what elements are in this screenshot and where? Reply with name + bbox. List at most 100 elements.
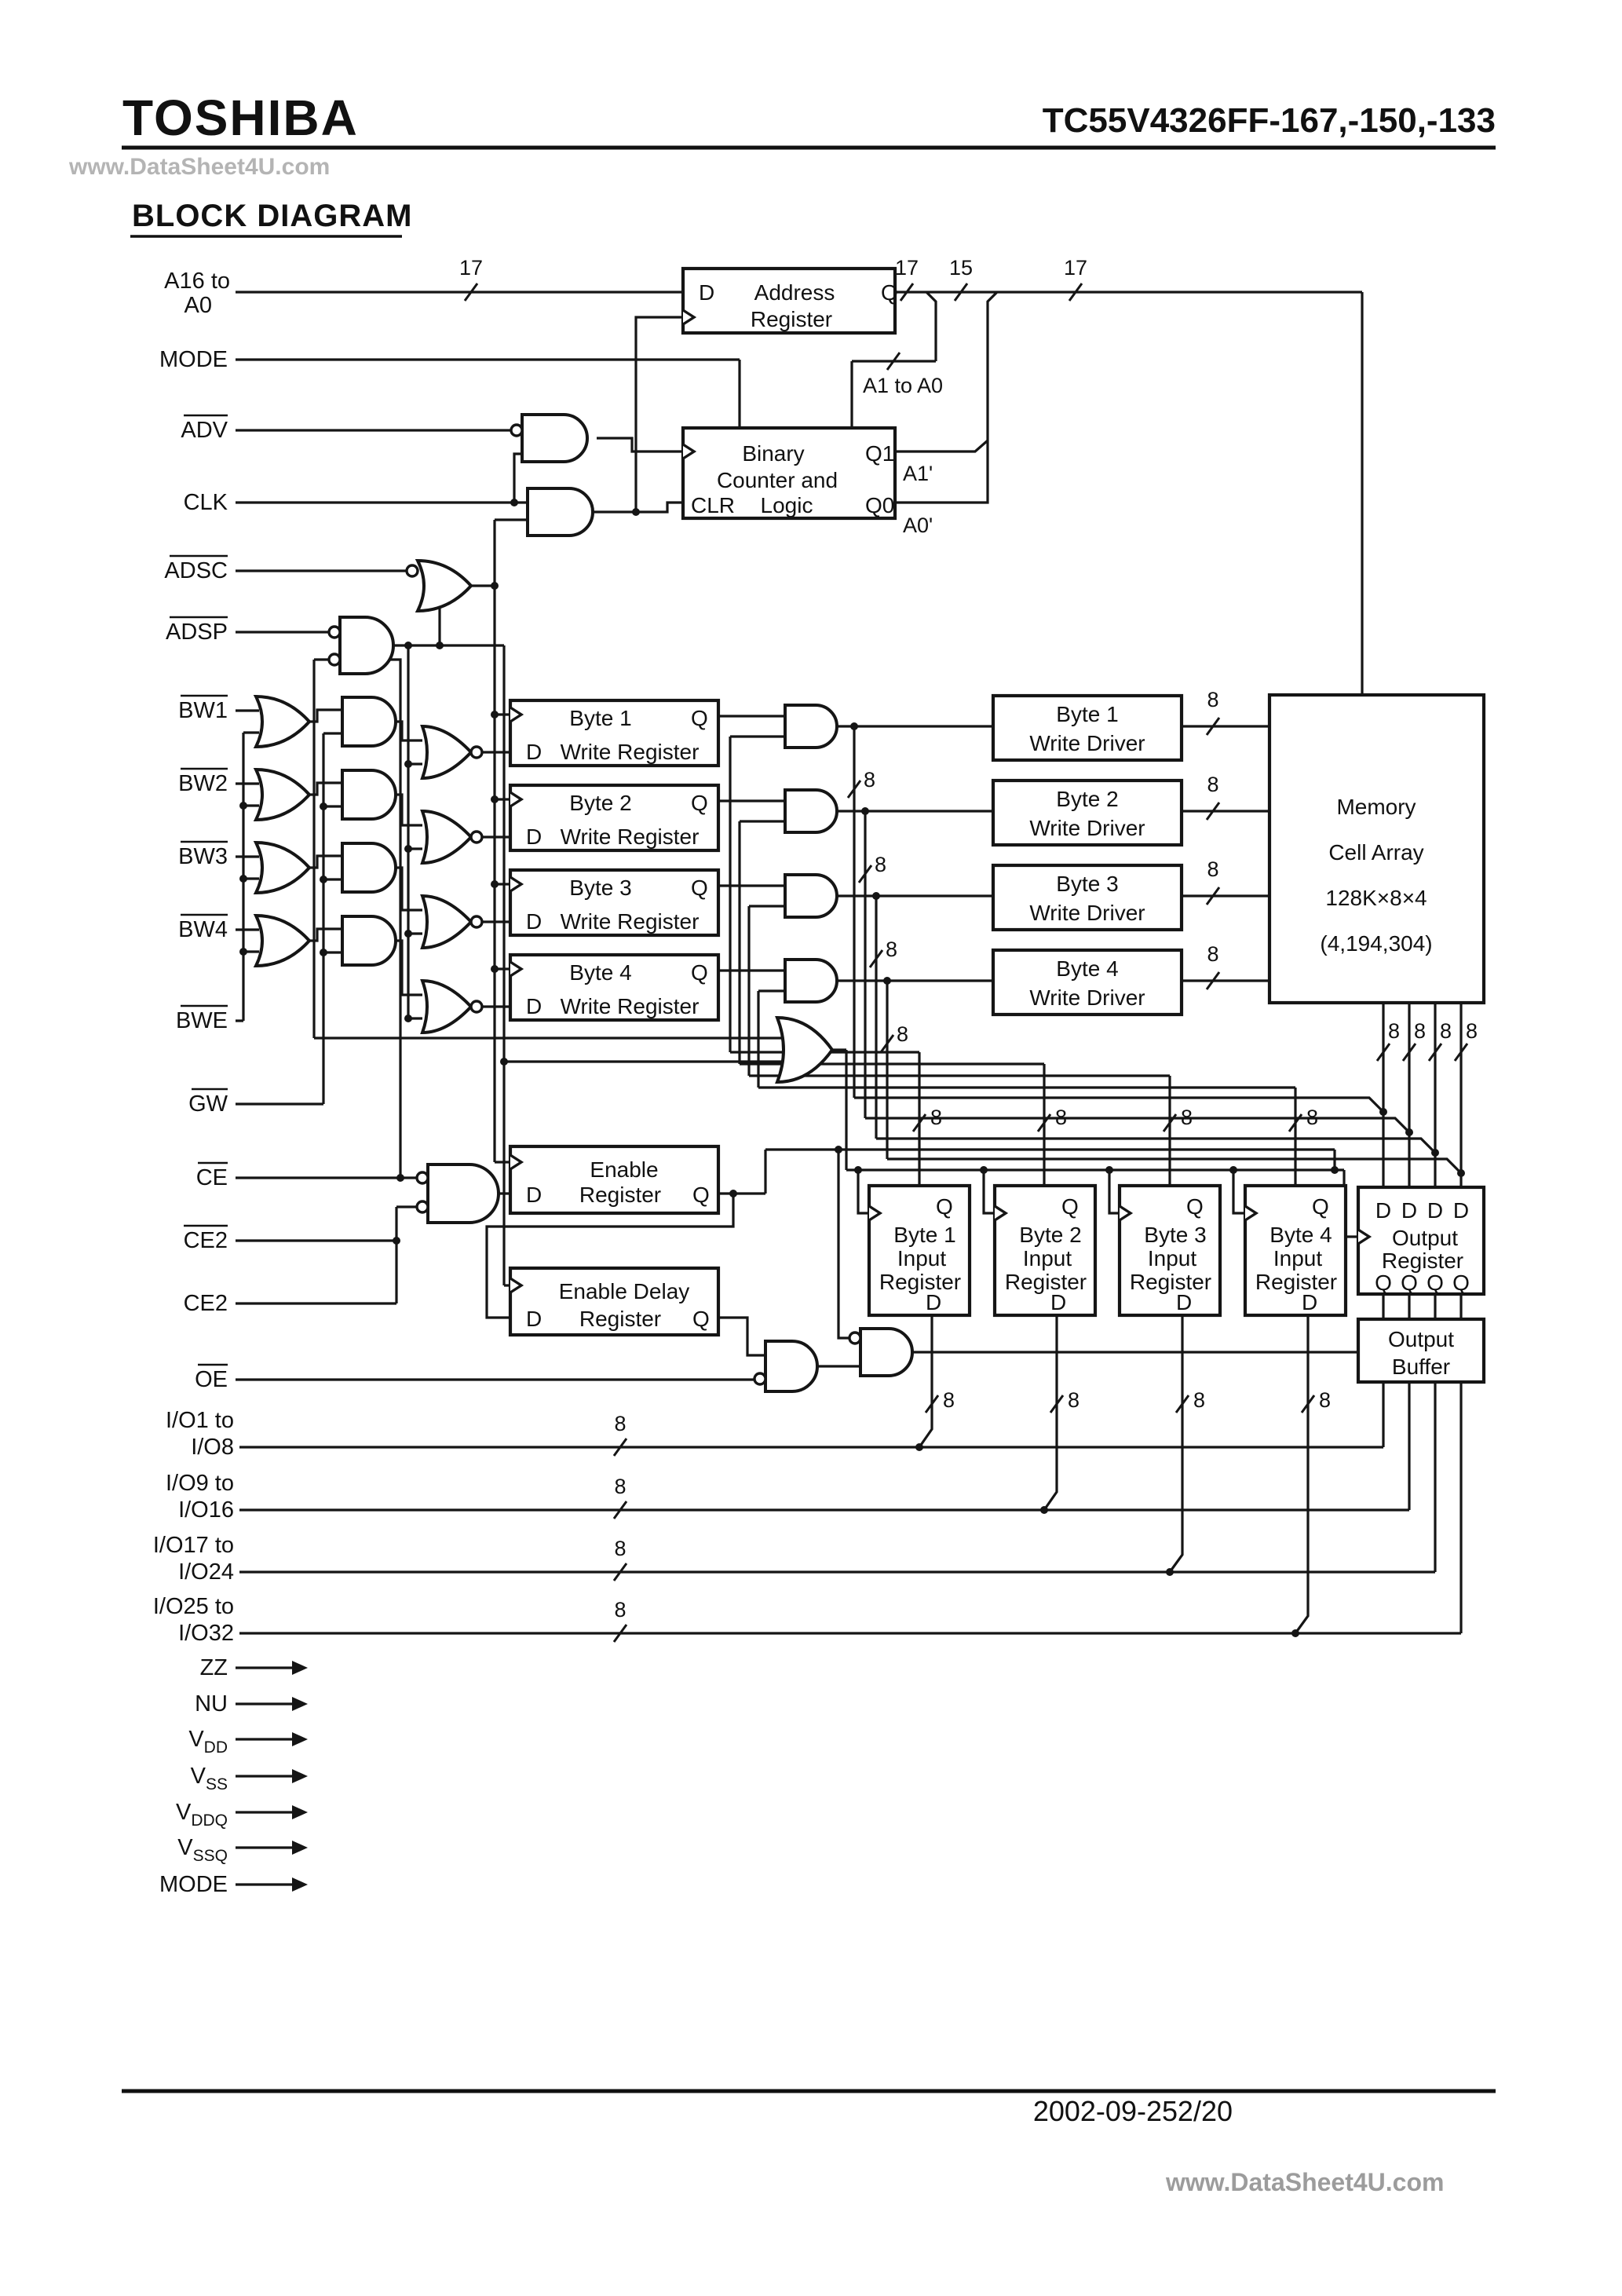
oreg-q1: Q xyxy=(1375,1270,1392,1295)
wreg1-q: Q xyxy=(691,706,708,730)
addr-d: D xyxy=(699,280,714,305)
wdrv4-l2: Write Driver xyxy=(1029,985,1145,1010)
input-register-box-2 xyxy=(992,1183,1098,1318)
ireg4-l3: Register xyxy=(1255,1270,1337,1294)
pin-io8-label: I/O8 xyxy=(191,1435,234,1460)
output-register-box xyxy=(1356,1185,1486,1296)
ireg3-q: Q xyxy=(1186,1194,1204,1219)
mem-l3: 128K×8×4 xyxy=(1325,886,1427,910)
wreg2-d: D xyxy=(526,824,542,849)
bus8-q4: 8 xyxy=(1306,1106,1318,1129)
pin-bwe-label: BWE xyxy=(176,1008,228,1033)
bus8-mem1: 8 xyxy=(1388,1019,1400,1043)
write-driver-box-2 xyxy=(991,778,1184,847)
bus8-byp4: 8 xyxy=(897,1022,908,1046)
gate-adsp-nand xyxy=(327,616,395,675)
bus17-b: 17 xyxy=(895,256,919,280)
wdrv1-l2: Write Driver xyxy=(1029,731,1145,755)
wires-io-output xyxy=(239,1003,1463,1635)
enr-d: D xyxy=(526,1183,542,1207)
wreg4-d: D xyxy=(526,994,542,1018)
gate-adsc-or xyxy=(405,558,473,613)
pin-oe-label: OE xyxy=(195,1367,228,1392)
ireg4-d: D xyxy=(1302,1290,1317,1314)
annotations: A1 to A0 A1' A0' xyxy=(863,374,943,537)
clock-input-triangles xyxy=(510,309,1372,1294)
mem-l2: Cell Array xyxy=(1328,840,1423,865)
wreg1-d: D xyxy=(526,740,542,764)
wreg3-q: Q xyxy=(691,876,708,900)
obuf-l2: Buffer xyxy=(1392,1355,1450,1379)
pin-bw2-label: BW2 xyxy=(178,771,228,796)
gates-write-nor-column xyxy=(420,724,484,1035)
bus8-byp1: 8 xyxy=(864,768,875,792)
wdrv1-l1: Byte 1 xyxy=(1056,702,1118,726)
pin-io24-label: I/O24 xyxy=(178,1559,234,1585)
gate-adv-nand xyxy=(510,413,589,463)
ireg1-q: Q xyxy=(936,1194,953,1219)
pin-zz-label: ZZ xyxy=(200,1655,228,1680)
gate-ce-nand xyxy=(415,1163,500,1224)
bus8-drv1: 8 xyxy=(1207,688,1218,711)
memory-cell-array-box xyxy=(1267,693,1486,1005)
wires-enable-output xyxy=(236,1148,1358,1381)
addr-l2: Register xyxy=(751,307,832,331)
wdrv3-l2: Write Driver xyxy=(1029,901,1145,925)
wreg4-label: Write Register xyxy=(561,994,700,1018)
endl-d: D xyxy=(526,1307,542,1331)
gate-oe-and2 xyxy=(848,1327,914,1377)
pin-ce-label: CE xyxy=(196,1165,228,1190)
wreg3-d: D xyxy=(526,909,542,934)
bus-width-labels: 17 17 15 17 8 8 8 8 8 8 8 8 8 8 8 8 8 8 … xyxy=(459,256,1478,1621)
pin-vss-label: VSS xyxy=(191,1764,228,1793)
pin-io1-label: I/O1 to xyxy=(166,1408,234,1433)
addr-q: Q xyxy=(881,280,898,305)
wdrv2-l1: Byte 2 xyxy=(1056,787,1118,811)
footer-page: 2/20 xyxy=(1178,2095,1233,2127)
counter-l2: Counter and xyxy=(717,468,838,492)
bus8-d2: 8 xyxy=(1068,1388,1080,1412)
pin-a16-label: A16 to xyxy=(164,269,230,294)
gates-write-and-column xyxy=(341,696,397,967)
pin-bw4-label: BW4 xyxy=(178,917,228,942)
write-register-box-2 xyxy=(508,783,721,853)
wires-power-pins xyxy=(236,1661,308,1892)
pin-vddq-label: VDDQ xyxy=(176,1800,228,1830)
bus8-q2: 8 xyxy=(1055,1106,1067,1129)
bus8-mem2: 8 xyxy=(1414,1019,1426,1043)
mem-l1: Memory xyxy=(1336,795,1416,819)
counter-q1: Q1 xyxy=(865,441,894,466)
pin-adsp-label: ADSP xyxy=(166,620,228,645)
pin-io9-label: I/O9 to xyxy=(166,1471,234,1496)
address-register-box xyxy=(681,266,897,335)
pin-mode2-label: MODE xyxy=(159,1872,228,1897)
pin-bw1-label: BW1 xyxy=(178,698,228,723)
pin-io16-label: I/O16 xyxy=(178,1497,234,1523)
counter-l3: Logic xyxy=(761,493,813,517)
pin-gw-label: GW xyxy=(188,1091,228,1117)
bus8-drv4: 8 xyxy=(1207,942,1218,966)
pin-bw3-label: BW3 xyxy=(178,844,228,869)
endl-l2: Register xyxy=(579,1307,661,1331)
oreg-d2: D xyxy=(1401,1198,1417,1223)
bus8-io4: 8 xyxy=(614,1598,626,1621)
pin-io32-label: I/O32 xyxy=(178,1621,234,1646)
bus8-d3: 8 xyxy=(1193,1388,1205,1412)
input-register-box-3 xyxy=(1117,1183,1222,1318)
bus8-byp2: 8 xyxy=(875,853,886,876)
enr-q: Q xyxy=(692,1183,710,1207)
pin-vssq-label: VSSQ xyxy=(177,1835,228,1865)
counter-q0: Q0 xyxy=(865,493,894,517)
pin-adsc-label: ADSC xyxy=(164,558,228,583)
wreg2-byte: Byte 2 xyxy=(569,791,631,815)
binary-counter-box xyxy=(681,426,897,521)
write-register-box-4 xyxy=(508,952,721,1022)
ireg1-l3: Register xyxy=(879,1270,961,1294)
pin-mode-label: MODE xyxy=(159,347,228,372)
pin-ce2a-label: CE2 xyxy=(184,1228,228,1253)
bus8-d4: 8 xyxy=(1319,1388,1331,1412)
wdrv4-l1: Byte 4 xyxy=(1056,956,1118,981)
wreg3-label: Write Register xyxy=(561,909,700,934)
oreg-q3: Q xyxy=(1427,1270,1444,1295)
